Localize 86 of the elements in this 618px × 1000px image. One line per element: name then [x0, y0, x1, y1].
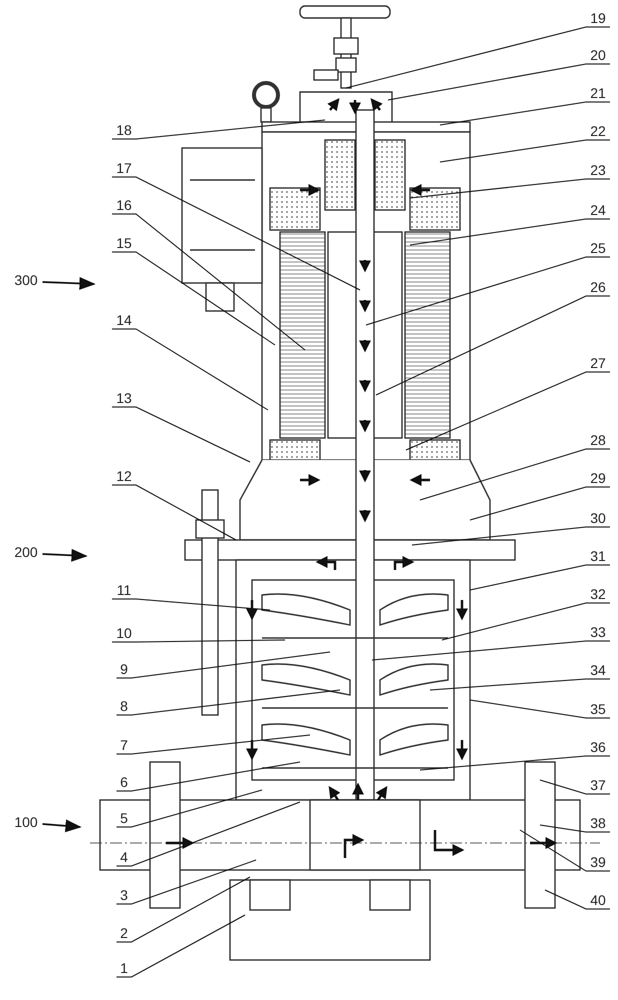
leader-line: [116, 914, 246, 978]
leader-line: [116, 802, 300, 866]
leader-line: [376, 296, 610, 396]
callout-number: 3: [116, 886, 132, 904]
callout-number: 21: [586, 84, 610, 102]
leader-line: [346, 26, 610, 88]
callout-number: 9: [116, 660, 132, 678]
callout-number: 18: [112, 121, 136, 139]
callout-number: 31: [586, 547, 610, 565]
leader-line: [116, 762, 300, 792]
callout-number: 22: [586, 122, 610, 140]
callout-number: 16: [112, 196, 136, 214]
leader-line: [372, 640, 610, 660]
leader-line: [112, 598, 270, 610]
leader-line: [112, 640, 286, 642]
leader-line: [112, 176, 360, 290]
callout-number: 24: [586, 201, 610, 219]
leader-line: [116, 652, 330, 678]
callout-number: 4: [116, 848, 132, 866]
callout-number: 20: [586, 46, 610, 64]
leader-line: [540, 780, 610, 794]
callout-number: 7: [116, 736, 132, 754]
arrow: [42, 819, 82, 832]
callout-number: 30: [586, 509, 610, 527]
leader-line: [116, 876, 250, 942]
callout-number: 1: [116, 959, 132, 977]
leader-line: [410, 178, 610, 198]
callout-number: 29: [586, 469, 610, 487]
callout-number: 36: [586, 738, 610, 756]
callout-number: 33: [586, 623, 610, 641]
callout-number: 14: [112, 311, 136, 329]
leader-line: [420, 756, 610, 770]
callout-number: 5: [116, 809, 132, 827]
leader-line: [112, 252, 276, 346]
leader-line: [112, 484, 236, 540]
callout-number: 35: [586, 700, 610, 718]
callout-number: 300: [10, 271, 42, 289]
arrow: [42, 276, 96, 290]
leader-line: [112, 120, 326, 140]
leader-line: [410, 218, 610, 246]
leader-line: [366, 256, 610, 326]
callout-number: 10: [112, 624, 136, 642]
callout-number: 2: [116, 924, 132, 942]
callout-number: 11: [112, 581, 136, 599]
callout-number: 37: [586, 776, 610, 794]
leader-line: [440, 102, 610, 126]
leader-line: [112, 328, 268, 410]
callout-number: 40: [586, 891, 610, 909]
leader-line: [388, 64, 610, 100]
leader-line: [412, 526, 610, 546]
leader-line: [116, 690, 340, 716]
callout-number: 17: [112, 159, 136, 177]
leader-line: [520, 830, 610, 872]
callout-number: 100: [10, 813, 42, 831]
callout-number: 27: [586, 354, 610, 372]
callout-number: 39: [586, 853, 610, 871]
leader-line: [470, 564, 610, 590]
leader-line: [430, 678, 610, 690]
callout-number: 12: [112, 467, 136, 485]
callout-number: 25: [586, 239, 610, 257]
callout-number: 200: [10, 543, 42, 561]
leader-line: [420, 448, 610, 500]
callout-number: 23: [586, 161, 610, 179]
leader-line: [116, 790, 262, 828]
callout-number: 19: [586, 9, 610, 27]
leader-line: [440, 140, 610, 162]
callout-number: 34: [586, 661, 610, 679]
callout-number: 13: [112, 389, 136, 407]
leader-line: [116, 734, 310, 754]
leader-line: [540, 824, 610, 832]
leader-line: [470, 486, 610, 520]
callout-number: 28: [586, 431, 610, 449]
arrow: [42, 548, 88, 562]
callout-number: 32: [586, 585, 610, 603]
callout-number: 6: [116, 773, 132, 791]
leader-line: [112, 214, 306, 350]
callout-number: 15: [112, 234, 136, 252]
leader-line: [470, 700, 610, 718]
callout-number: 26: [586, 278, 610, 296]
leader-line: [406, 372, 610, 450]
leader-line: [442, 602, 610, 640]
callout-number: 38: [586, 814, 610, 832]
callout-number: 8: [116, 697, 132, 715]
leader-line: [112, 406, 250, 462]
leader-line: [116, 860, 256, 904]
leader-line: [544, 890, 610, 910]
